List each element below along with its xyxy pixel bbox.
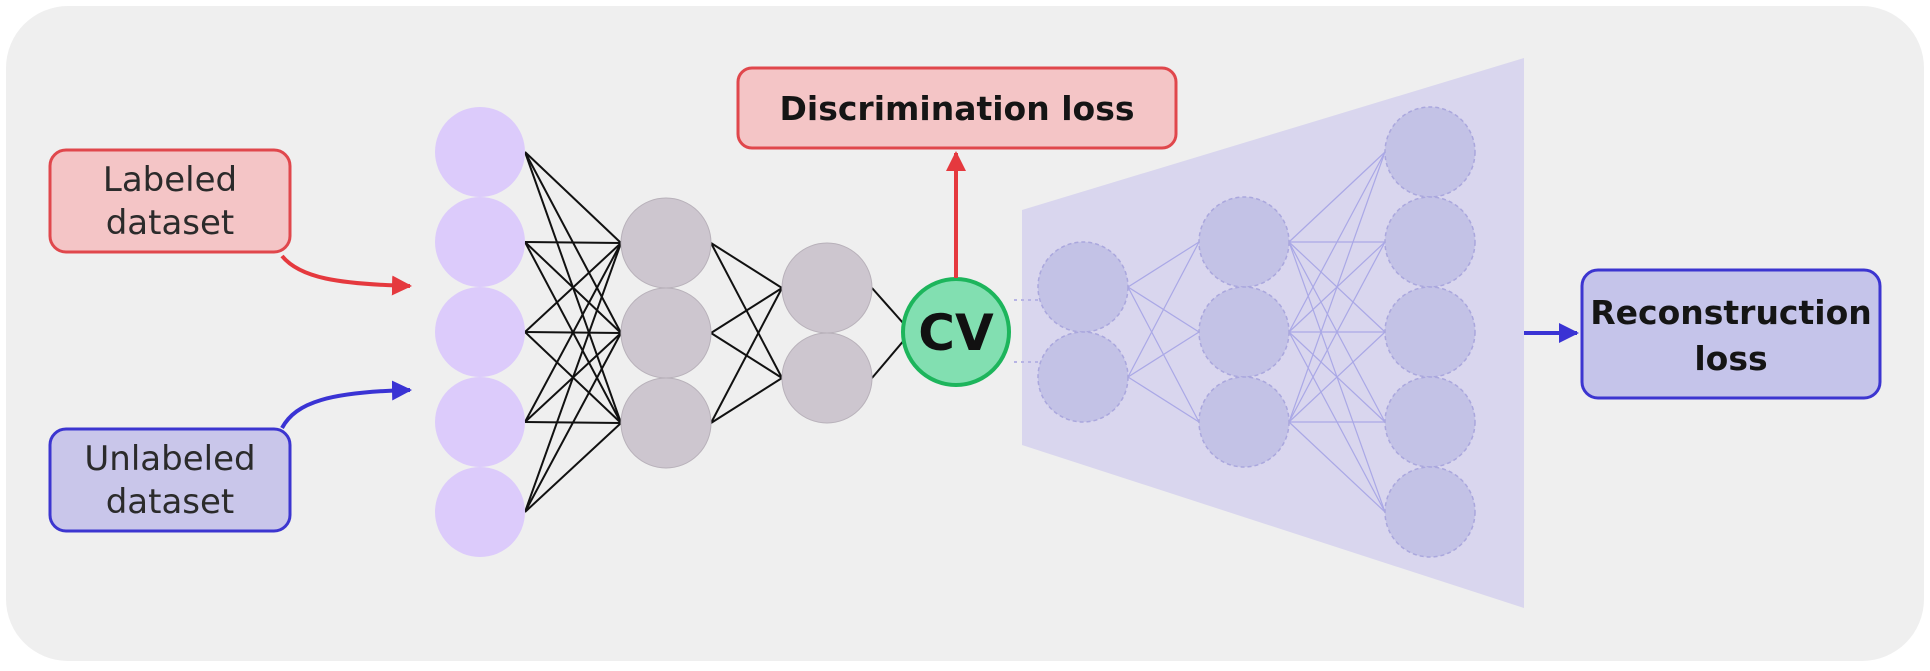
discrimination-loss-box	[736, 66, 1178, 150]
decoder-node	[1384, 196, 1476, 288]
decoder-node	[1198, 286, 1290, 378]
encoder-edge	[524, 242, 622, 423]
hidden-node	[620, 197, 712, 289]
encoder-edge	[524, 151, 622, 244]
input-node	[435, 377, 525, 467]
hidden-layer-2	[781, 242, 873, 424]
encoder-connections	[524, 151, 912, 513]
decoder-node	[1384, 286, 1476, 378]
hidden-node	[620, 377, 712, 469]
encoder-edge	[710, 377, 783, 424]
encoder-edge	[710, 242, 783, 289]
decoder-edge	[1288, 151, 1386, 243]
decoder-edge	[1288, 151, 1386, 423]
labeled-dataset-label-line1: Labeled	[103, 160, 237, 200]
decoder-node	[1384, 376, 1476, 468]
decoder-node	[1198, 196, 1290, 288]
encoder-edge	[710, 287, 783, 334]
hidden-node	[781, 332, 873, 424]
unlabeled-dataset-box	[48, 427, 292, 533]
unlabeled-dataset-label-line1: Unlabeled	[84, 439, 255, 479]
decoder-edge	[1127, 376, 1200, 423]
decoder-node	[1037, 241, 1129, 333]
input-layer	[435, 107, 525, 557]
labeled-dataset-box	[48, 148, 292, 254]
hidden-node	[620, 287, 712, 379]
input-node	[435, 287, 525, 377]
hidden-layer-1	[620, 197, 712, 469]
decoder-node	[1198, 376, 1290, 468]
decoder-edge	[1288, 331, 1386, 423]
hidden-node	[781, 242, 873, 334]
unlabeled-dataset-label-line2: dataset	[106, 482, 235, 522]
reconstruction-loss-label-line1: Reconstruction	[1590, 293, 1872, 332]
encoder-edge	[524, 332, 622, 513]
decoder-layers	[1037, 106, 1476, 558]
encoder-edge	[524, 241, 622, 244]
labeled-dataset-label-line2: dataset	[106, 203, 235, 243]
unlabeled-arrow	[280, 380, 412, 429]
decoder-node	[1037, 331, 1129, 423]
labeled-arrow	[280, 254, 412, 296]
reconstruction-loss-label-line2: loss	[1694, 339, 1767, 378]
decoder-edge	[1288, 241, 1386, 423]
input-node	[435, 197, 525, 287]
cv-node	[901, 277, 1011, 387]
cv-label: CV	[918, 304, 994, 362]
input-node	[435, 107, 525, 197]
decoder-edge	[1127, 241, 1200, 288]
discrimination-loss-label: Discrimination loss	[780, 89, 1135, 128]
decoder-edge	[1288, 421, 1386, 513]
decoder-edge	[1127, 331, 1200, 378]
encoder-edge	[524, 242, 622, 513]
decoder-edge	[1127, 241, 1200, 378]
decoder-node	[1384, 466, 1476, 558]
decoder-connections	[1127, 151, 1386, 513]
encoder-edge	[710, 287, 783, 424]
decoder-edge	[1288, 151, 1386, 333]
input-node	[435, 467, 525, 557]
decoder-node	[1384, 106, 1476, 198]
encoder-edge	[524, 422, 622, 513]
encoder-edge	[524, 242, 622, 333]
reconstruction-loss-box	[1580, 268, 1882, 400]
